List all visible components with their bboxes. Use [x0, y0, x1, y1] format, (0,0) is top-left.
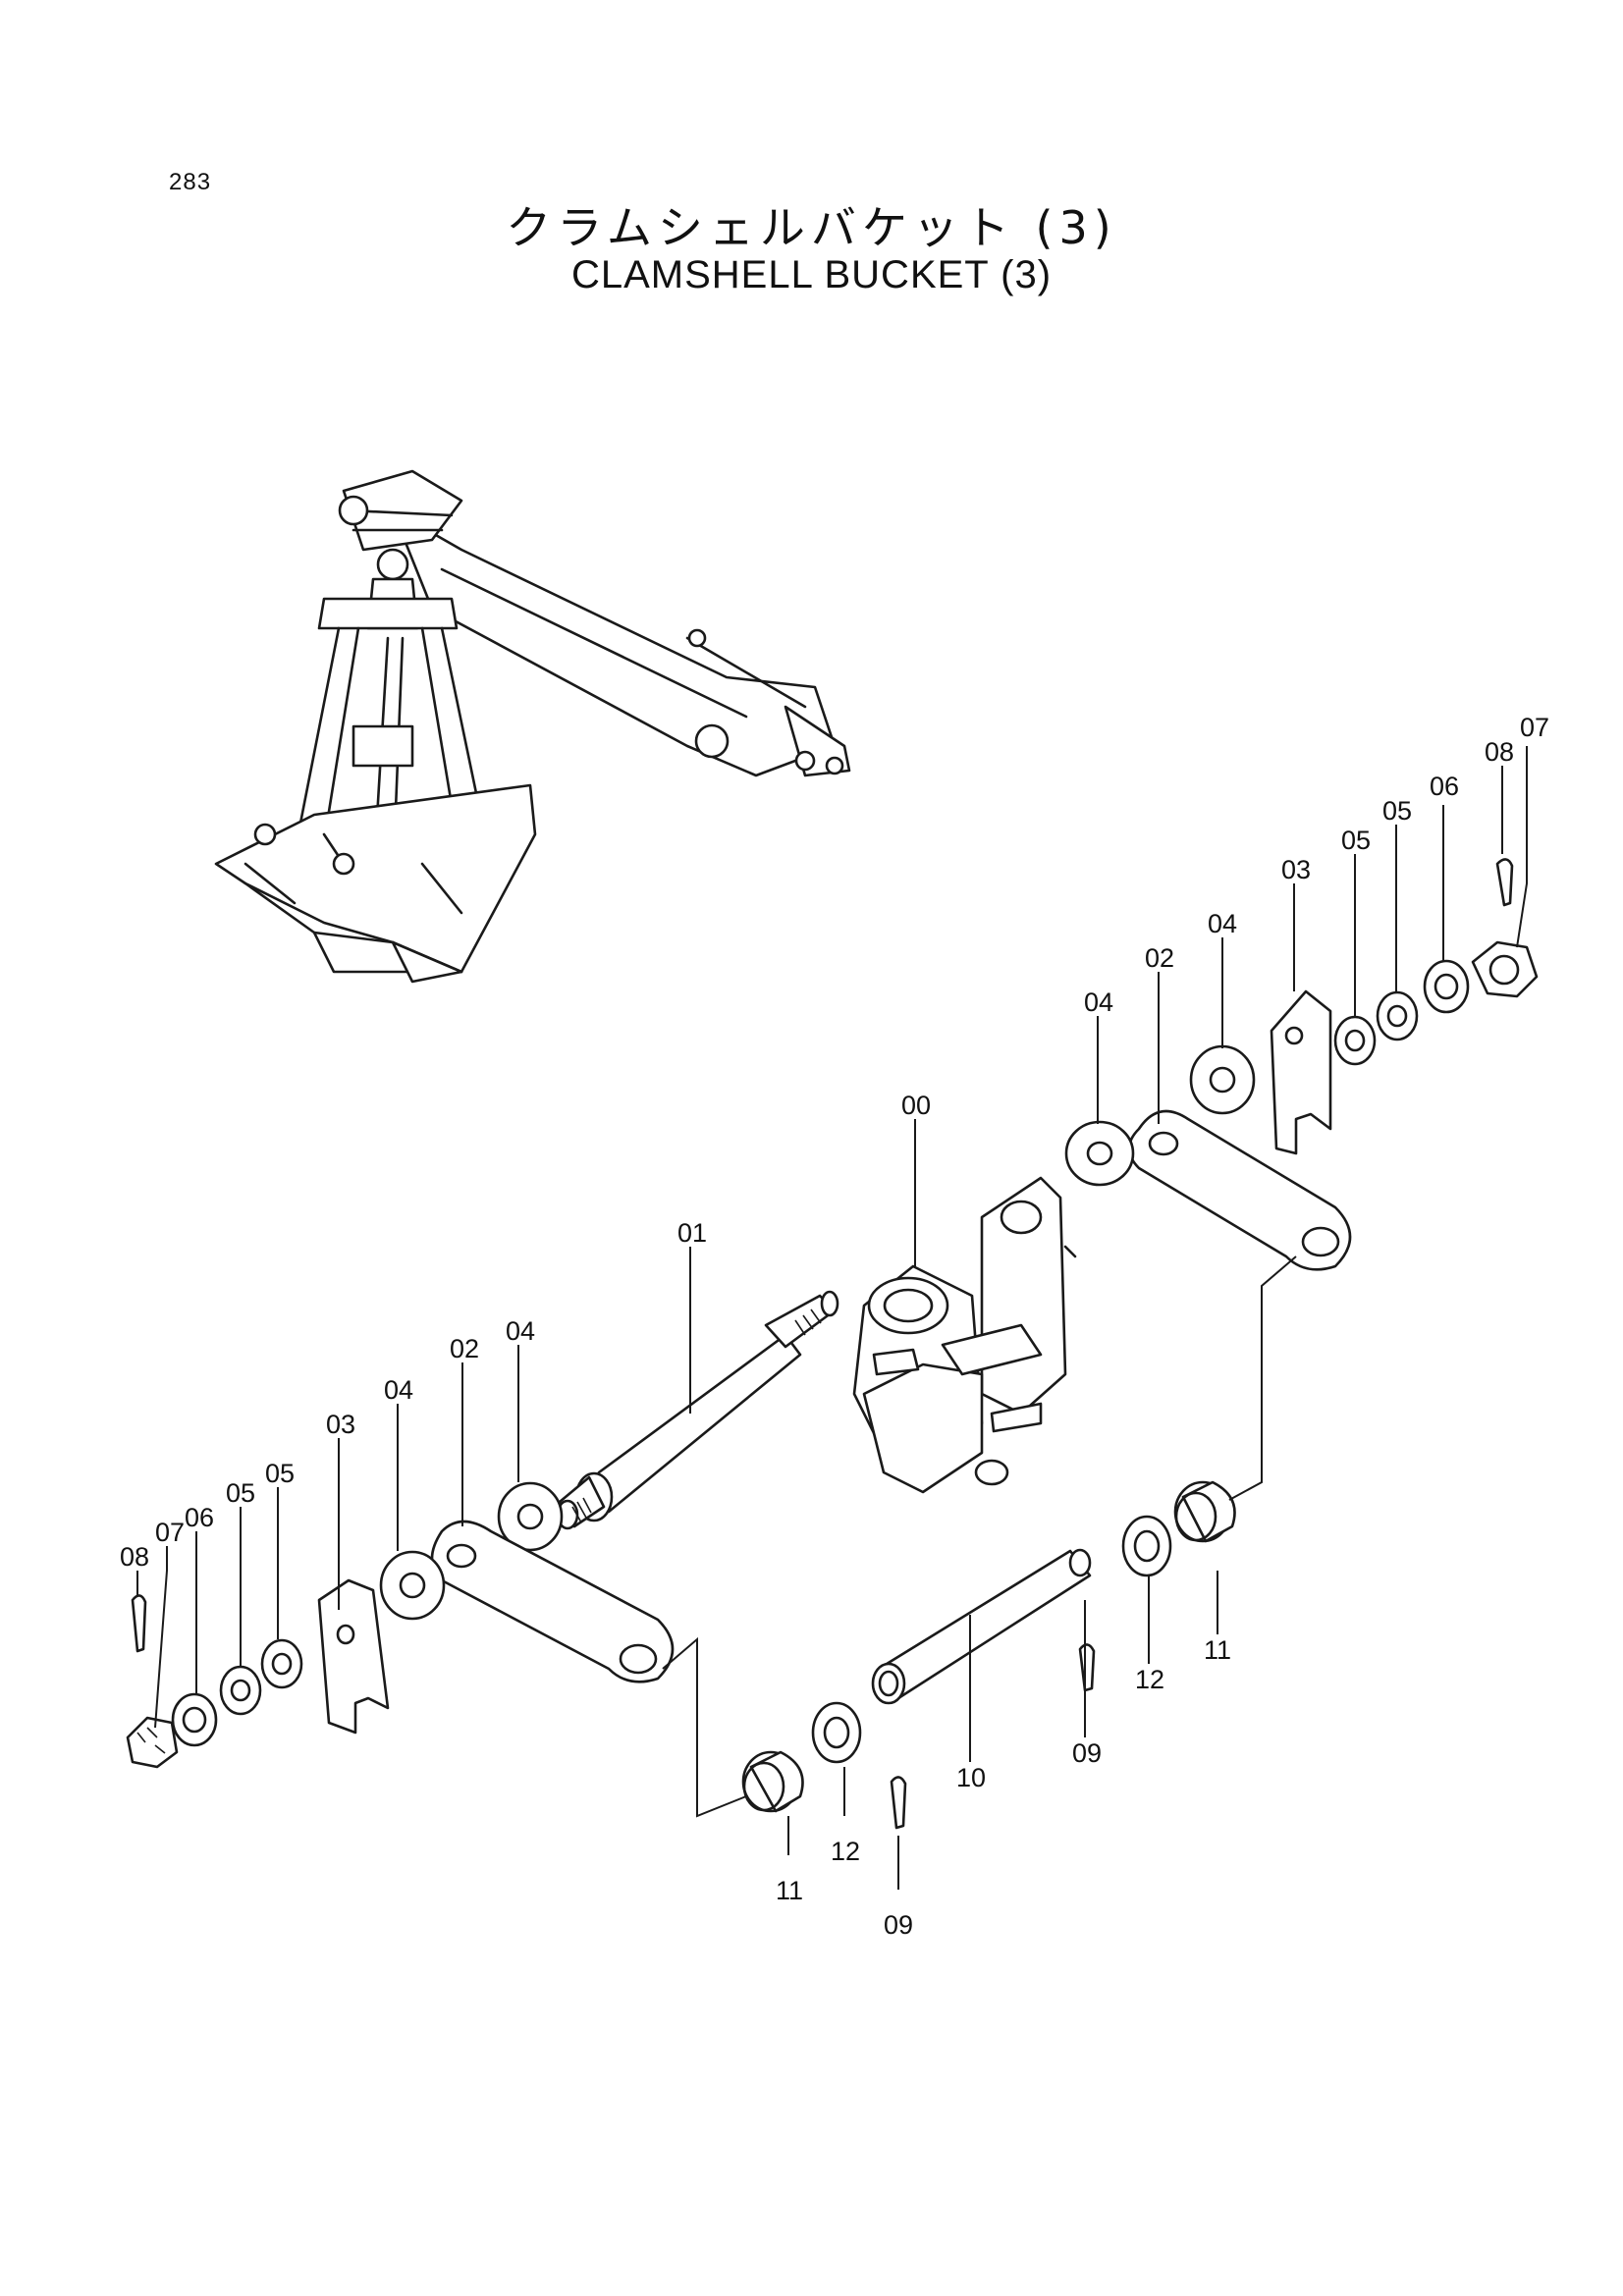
- callout-02-left: 02: [450, 1334, 479, 1363]
- callout-11-left: 11: [776, 1876, 803, 1905]
- part-01-pin: [556, 1290, 839, 1530]
- callout-10: 10: [956, 1763, 986, 1792]
- callout-09-right: 09: [1072, 1738, 1102, 1768]
- callout-04-right-2: 04: [1208, 909, 1237, 938]
- right-side-parts: [1064, 858, 1539, 1692]
- part-10-pin: [871, 1548, 1092, 1705]
- callout-11-right: 11: [1204, 1635, 1231, 1665]
- left-side-parts: [126, 1481, 907, 1830]
- callout-00: 00: [901, 1091, 931, 1120]
- callout-08-right: 08: [1485, 737, 1514, 767]
- callout-05-right-1: 05: [1341, 826, 1371, 855]
- callout-labels: 00 01 04 02 04 03 05 05 06 08 07 11 12 0…: [120, 713, 1549, 1940]
- callout-04-left-2: 04: [384, 1375, 413, 1405]
- callout-06-left: 06: [185, 1503, 214, 1532]
- callout-05-right-2: 05: [1382, 796, 1412, 826]
- title-english: CLAMSHELL BUCKET (3): [570, 253, 1053, 296]
- clamshell-overview-illustration: [214, 469, 851, 984]
- callout-05-left-1: 05: [265, 1459, 295, 1488]
- part-00-bracket: [852, 1176, 1077, 1494]
- callout-04-left-1: 04: [506, 1316, 535, 1346]
- callout-04-right-1: 04: [1084, 988, 1113, 1017]
- callout-06-right: 06: [1430, 772, 1459, 801]
- callout-09-left: 09: [884, 1910, 913, 1940]
- leader-lines: [136, 746, 1528, 1890]
- callout-01: 01: [677, 1218, 707, 1248]
- title-japanese: クラムシェルバケット (3): [506, 201, 1117, 254]
- assembly-lines: [662, 1255, 1297, 1818]
- callout-12-left: 12: [831, 1837, 860, 1866]
- callout-02-right: 02: [1145, 943, 1174, 973]
- callout-12-right: 12: [1135, 1665, 1164, 1694]
- callout-03-left: 03: [326, 1410, 355, 1439]
- callout-07-left: 07: [155, 1518, 185, 1547]
- callout-08-left: 08: [120, 1542, 149, 1572]
- callout-03-right: 03: [1281, 855, 1311, 884]
- page-number: 283: [169, 169, 212, 195]
- callout-07-right: 07: [1520, 713, 1549, 742]
- callout-05-left-2: 05: [226, 1478, 255, 1508]
